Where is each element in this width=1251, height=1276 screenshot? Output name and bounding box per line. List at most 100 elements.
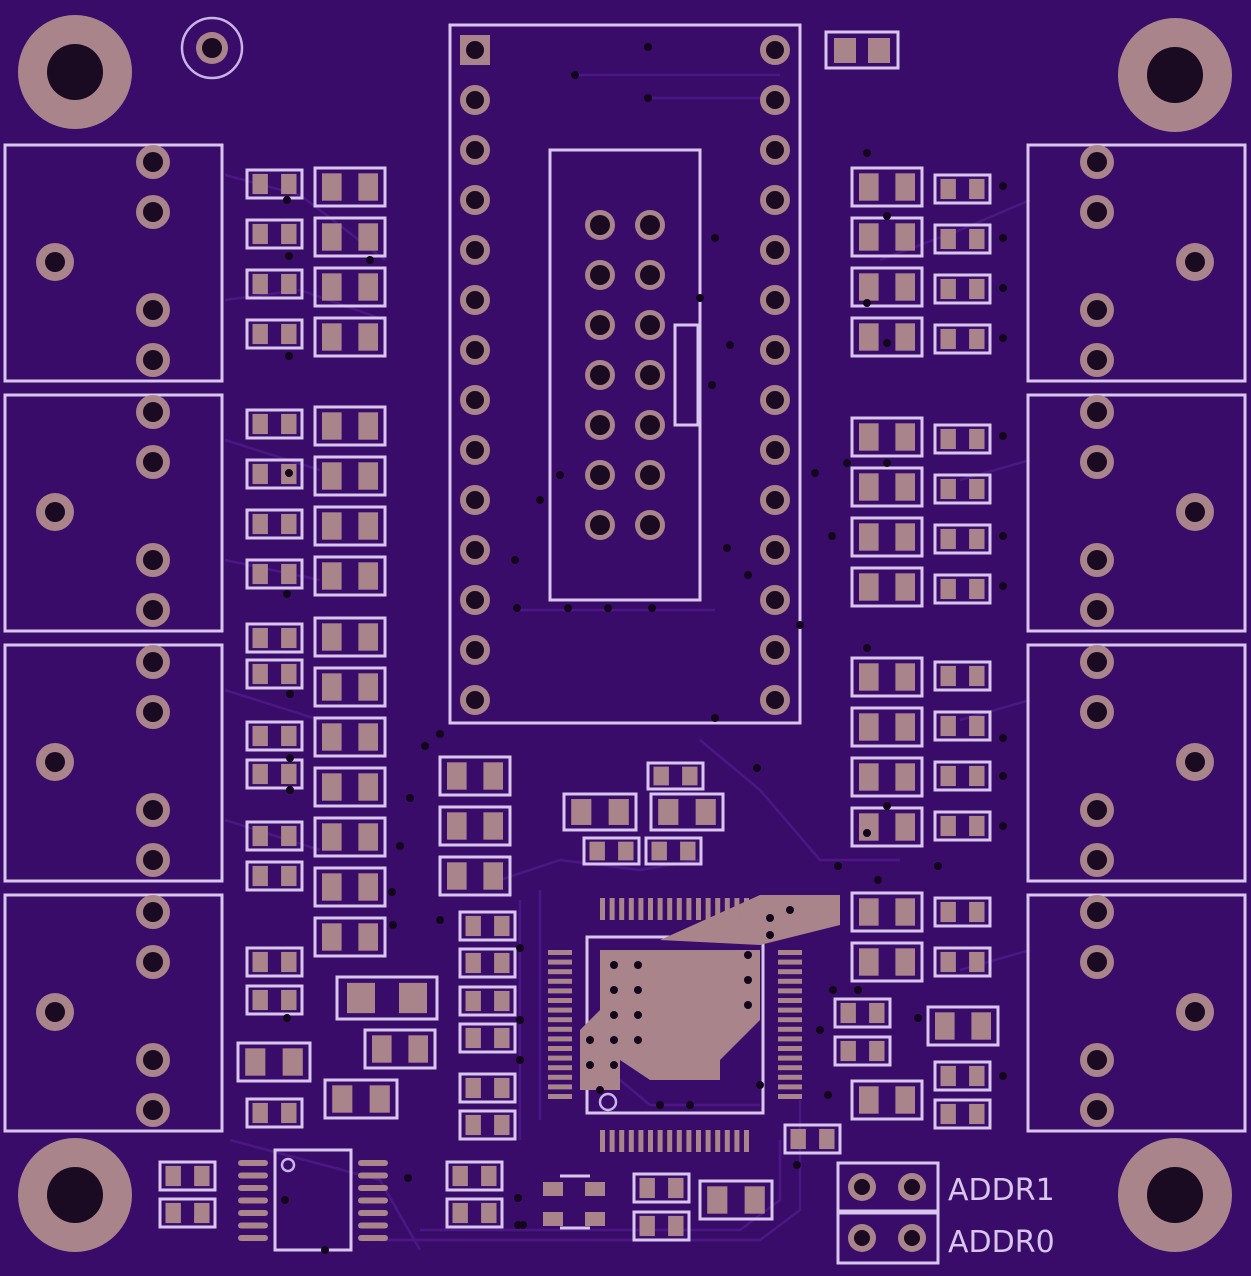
resistor-right [933,323,992,355]
qfp-thermal-vias [586,906,794,1094]
capacitor-mid [649,792,725,832]
rj-jack-left-1 [3,143,224,383]
capacitor-right [926,1005,1000,1047]
resistor [245,1097,304,1129]
capacitor-mid [438,755,512,797]
resistor [632,1172,691,1204]
mounting-hole-top-left [18,15,132,129]
resistor-left [245,720,304,752]
addr0-label: ADDR0 [948,1225,1055,1260]
qfp-chip [548,895,840,1152]
rj-jack-right-2 [1026,393,1247,633]
resistor-mid [458,1072,517,1104]
resistor [783,1123,842,1155]
mounting-hole-bottom-right [1118,1138,1232,1252]
resistor-left [245,168,304,200]
smd-top-right [824,30,900,70]
resistor-right [933,573,992,605]
rj-jack-right-4 [1026,893,1247,1133]
rj-jack-left-2 [3,393,224,633]
capacitor-left [313,816,387,858]
capacitor-left [313,555,387,597]
resistor [833,997,892,1029]
capacitor [323,1078,399,1120]
capacitor-right [850,466,924,508]
rj-jack-left-4 [3,893,224,1133]
resistor-left [245,984,304,1016]
resistor-mid [644,836,703,866]
mounting-hole-top-right [1118,18,1232,132]
resistor-right [933,946,992,978]
capacitor-right [850,266,924,308]
resistor-left [245,860,304,892]
resistor [158,1160,217,1192]
resistor [445,1160,504,1192]
idc-header-pins [585,210,665,540]
capacitor-left [313,266,387,308]
resistor-mid [458,1109,517,1141]
sot23-transistor [543,1174,605,1230]
capacitor-left [313,616,387,658]
capacitor-right [850,566,924,608]
resistor-right [933,223,992,255]
capacitor-large [335,975,439,1021]
capacitor-right [850,516,924,558]
resistor-right [933,423,992,455]
resistor-right [933,523,992,555]
capacitor-left [313,866,387,908]
capacitor [698,1179,774,1221]
module-header-pins [460,35,790,715]
resistor-mid [458,947,517,979]
resistor-mid [458,1022,517,1054]
capacitor-left [313,316,387,358]
fiducial-marker [180,16,244,80]
resistor-left [245,622,304,654]
resistor-right [933,273,992,305]
resistor-left [245,658,304,690]
capacitor-mid [438,855,512,897]
addr1-label: ADDR1 [948,1173,1055,1208]
resistor-mid [646,761,705,791]
capacitor-right [850,316,924,358]
qfp-pins [548,898,802,1152]
left-rj-jacks [3,143,224,1133]
resistor-right [933,1098,992,1130]
capacitor-right [850,891,924,933]
resistor [833,1035,892,1067]
vias [281,43,1007,1254]
rj-jack-right-1 [1026,143,1247,383]
resistor-left [245,820,304,852]
capacitor-mid [438,805,512,847]
resistor-mid [582,836,641,866]
capacitor-left [313,766,387,808]
rj-jack-right-3 [1026,643,1247,883]
resistor [632,1210,691,1242]
resistor-left [245,508,304,540]
resistor-right [933,710,992,742]
resistor-left [245,408,304,440]
resistor-right [933,473,992,505]
resistor-right [933,810,992,842]
address-jumpers: ADDR1 ADDR0 [836,1161,1055,1265]
resistor-mid [458,985,517,1017]
capacitor-right [850,416,924,458]
capacitor-left [313,455,387,497]
capacitor-left [313,666,387,708]
mcu-module [448,23,802,725]
resistor-right [933,173,992,205]
mounting-holes [18,15,1232,1252]
smd-components [158,166,1000,1242]
rj-jack-left-3 [3,643,224,883]
resistor-left [245,218,304,250]
capacitor-right [850,756,924,798]
right-rj-jacks [1026,143,1247,1133]
resistor-left [245,318,304,350]
capacitor-right [850,706,924,748]
capacitor-left [313,916,387,958]
capacitor-right [850,941,924,983]
resistor-right [933,660,992,692]
resistor-left [245,758,304,790]
resistor-right [933,1060,992,1092]
capacitor-mid [562,792,638,832]
